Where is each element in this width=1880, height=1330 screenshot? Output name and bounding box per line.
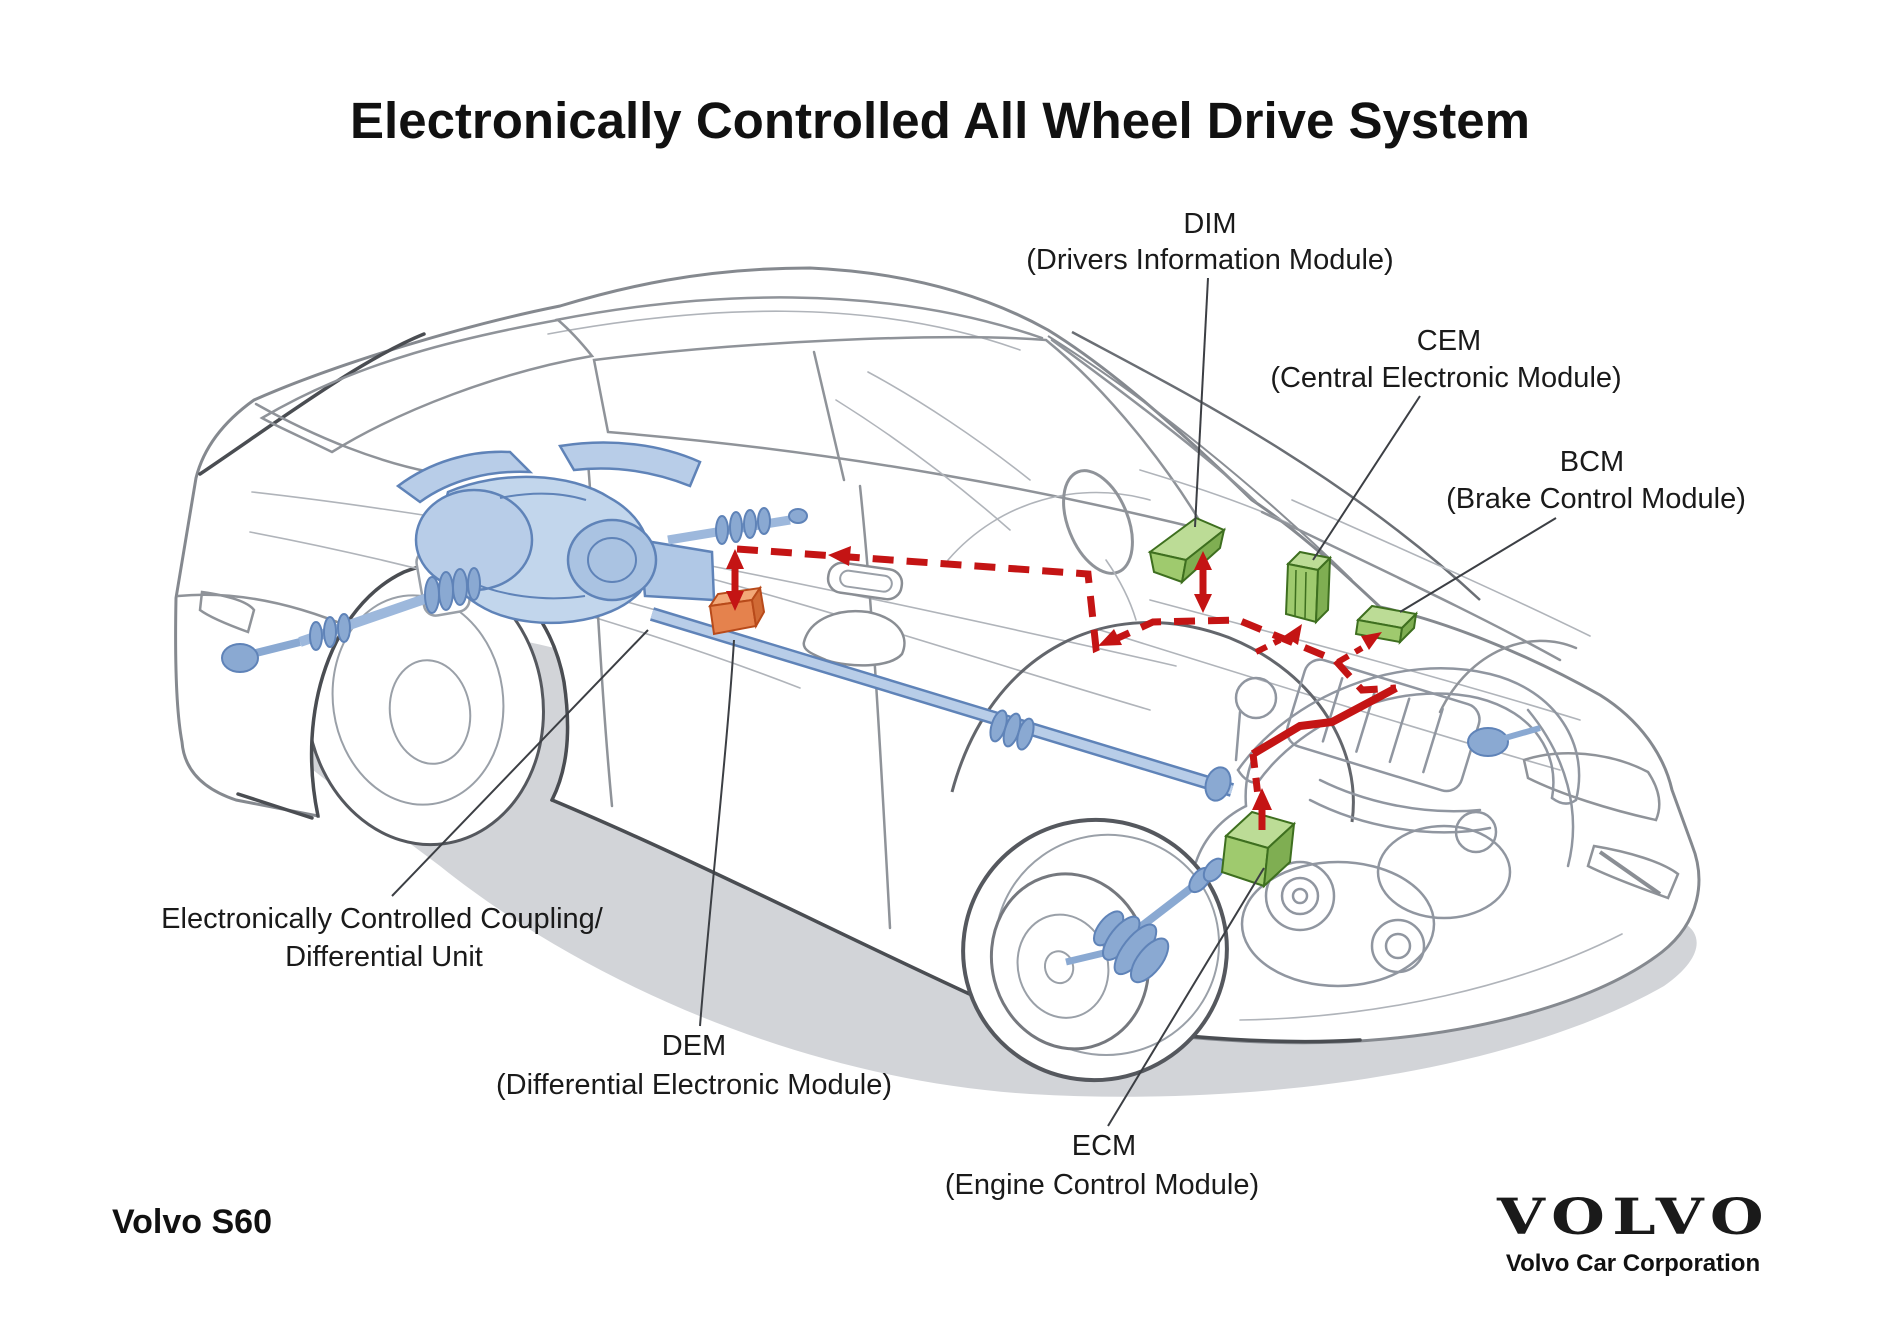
dem-full: (Differential Electronic Module) (496, 1069, 892, 1101)
rear-wheel (305, 563, 545, 847)
volvo-company: Volvo Car Corporation (1506, 1250, 1760, 1277)
label-dim: DIM (Drivers Information Module) (1026, 208, 1393, 276)
coupling-line2: Differential Unit (285, 941, 483, 973)
side-mirror (802, 609, 906, 667)
can-bus-engine-segment (1250, 684, 1398, 758)
cem-abbr: CEM (1417, 325, 1481, 357)
engine (1194, 658, 1581, 988)
leader-lines (391, 277, 1557, 1127)
label-coupling: Electronically Controlled Coupling/ Diff… (161, 903, 604, 973)
label-bcm: BCM (Brake Control Module) (1446, 446, 1746, 515)
coupling-line1: Electronically Controlled Coupling/ (161, 903, 604, 935)
coupling-leader (391, 629, 649, 897)
bcm-bus-arrow (1361, 632, 1382, 650)
volvo-logo: VOLVO Volvo Car Corporation (1496, 1187, 1771, 1277)
ecm-bus-arrow (1252, 788, 1272, 830)
rear-left-halfshaft (221, 567, 481, 673)
bus-arrow-rear (828, 546, 851, 566)
model-name: Volvo S60 (112, 1203, 272, 1241)
bcm-leader (1399, 517, 1557, 613)
front-halfshaft (1065, 725, 1541, 984)
cem-bus-arrow (1284, 624, 1302, 645)
bus-arrow-mid (1098, 629, 1122, 646)
bcm-abbr: BCM (1560, 446, 1624, 478)
page-title: Electronically Controlled All Wheel Driv… (350, 92, 1530, 149)
cem-module (1284, 550, 1333, 625)
driveline (221, 441, 1235, 802)
door-handle (826, 561, 904, 601)
label-dem: DEM (Differential Electronic Module) (496, 1030, 892, 1101)
dim-full: (Drivers Information Module) (1026, 244, 1393, 276)
bcm-full: (Brake Control Module) (1446, 483, 1746, 515)
can-bus (726, 545, 1398, 830)
dem-abbr: DEM (662, 1030, 726, 1062)
rear-right-halfshaft (667, 507, 808, 545)
ecm-leader (1107, 867, 1265, 1127)
dem-bus-arrow (726, 549, 744, 611)
rear-differential-unit (395, 441, 716, 625)
ecm-full: (Engine Control Module) (945, 1169, 1259, 1201)
ecm-abbr: ECM (1072, 1130, 1136, 1162)
dim-abbr: DIM (1183, 208, 1236, 240)
dim-bus-arrow (1194, 551, 1212, 613)
cem-full: (Central Electronic Module) (1270, 362, 1621, 394)
label-cem: CEM (Central Electronic Module) (1270, 325, 1621, 394)
dim-leader (1194, 277, 1209, 528)
label-ecm: ECM (Engine Control Module) (945, 1130, 1259, 1201)
dem-leader (699, 639, 735, 1027)
cem-leader (1312, 395, 1421, 561)
volvo-wordmark: VOLVO (1496, 1187, 1771, 1246)
steering-wheel (1062, 469, 1137, 621)
